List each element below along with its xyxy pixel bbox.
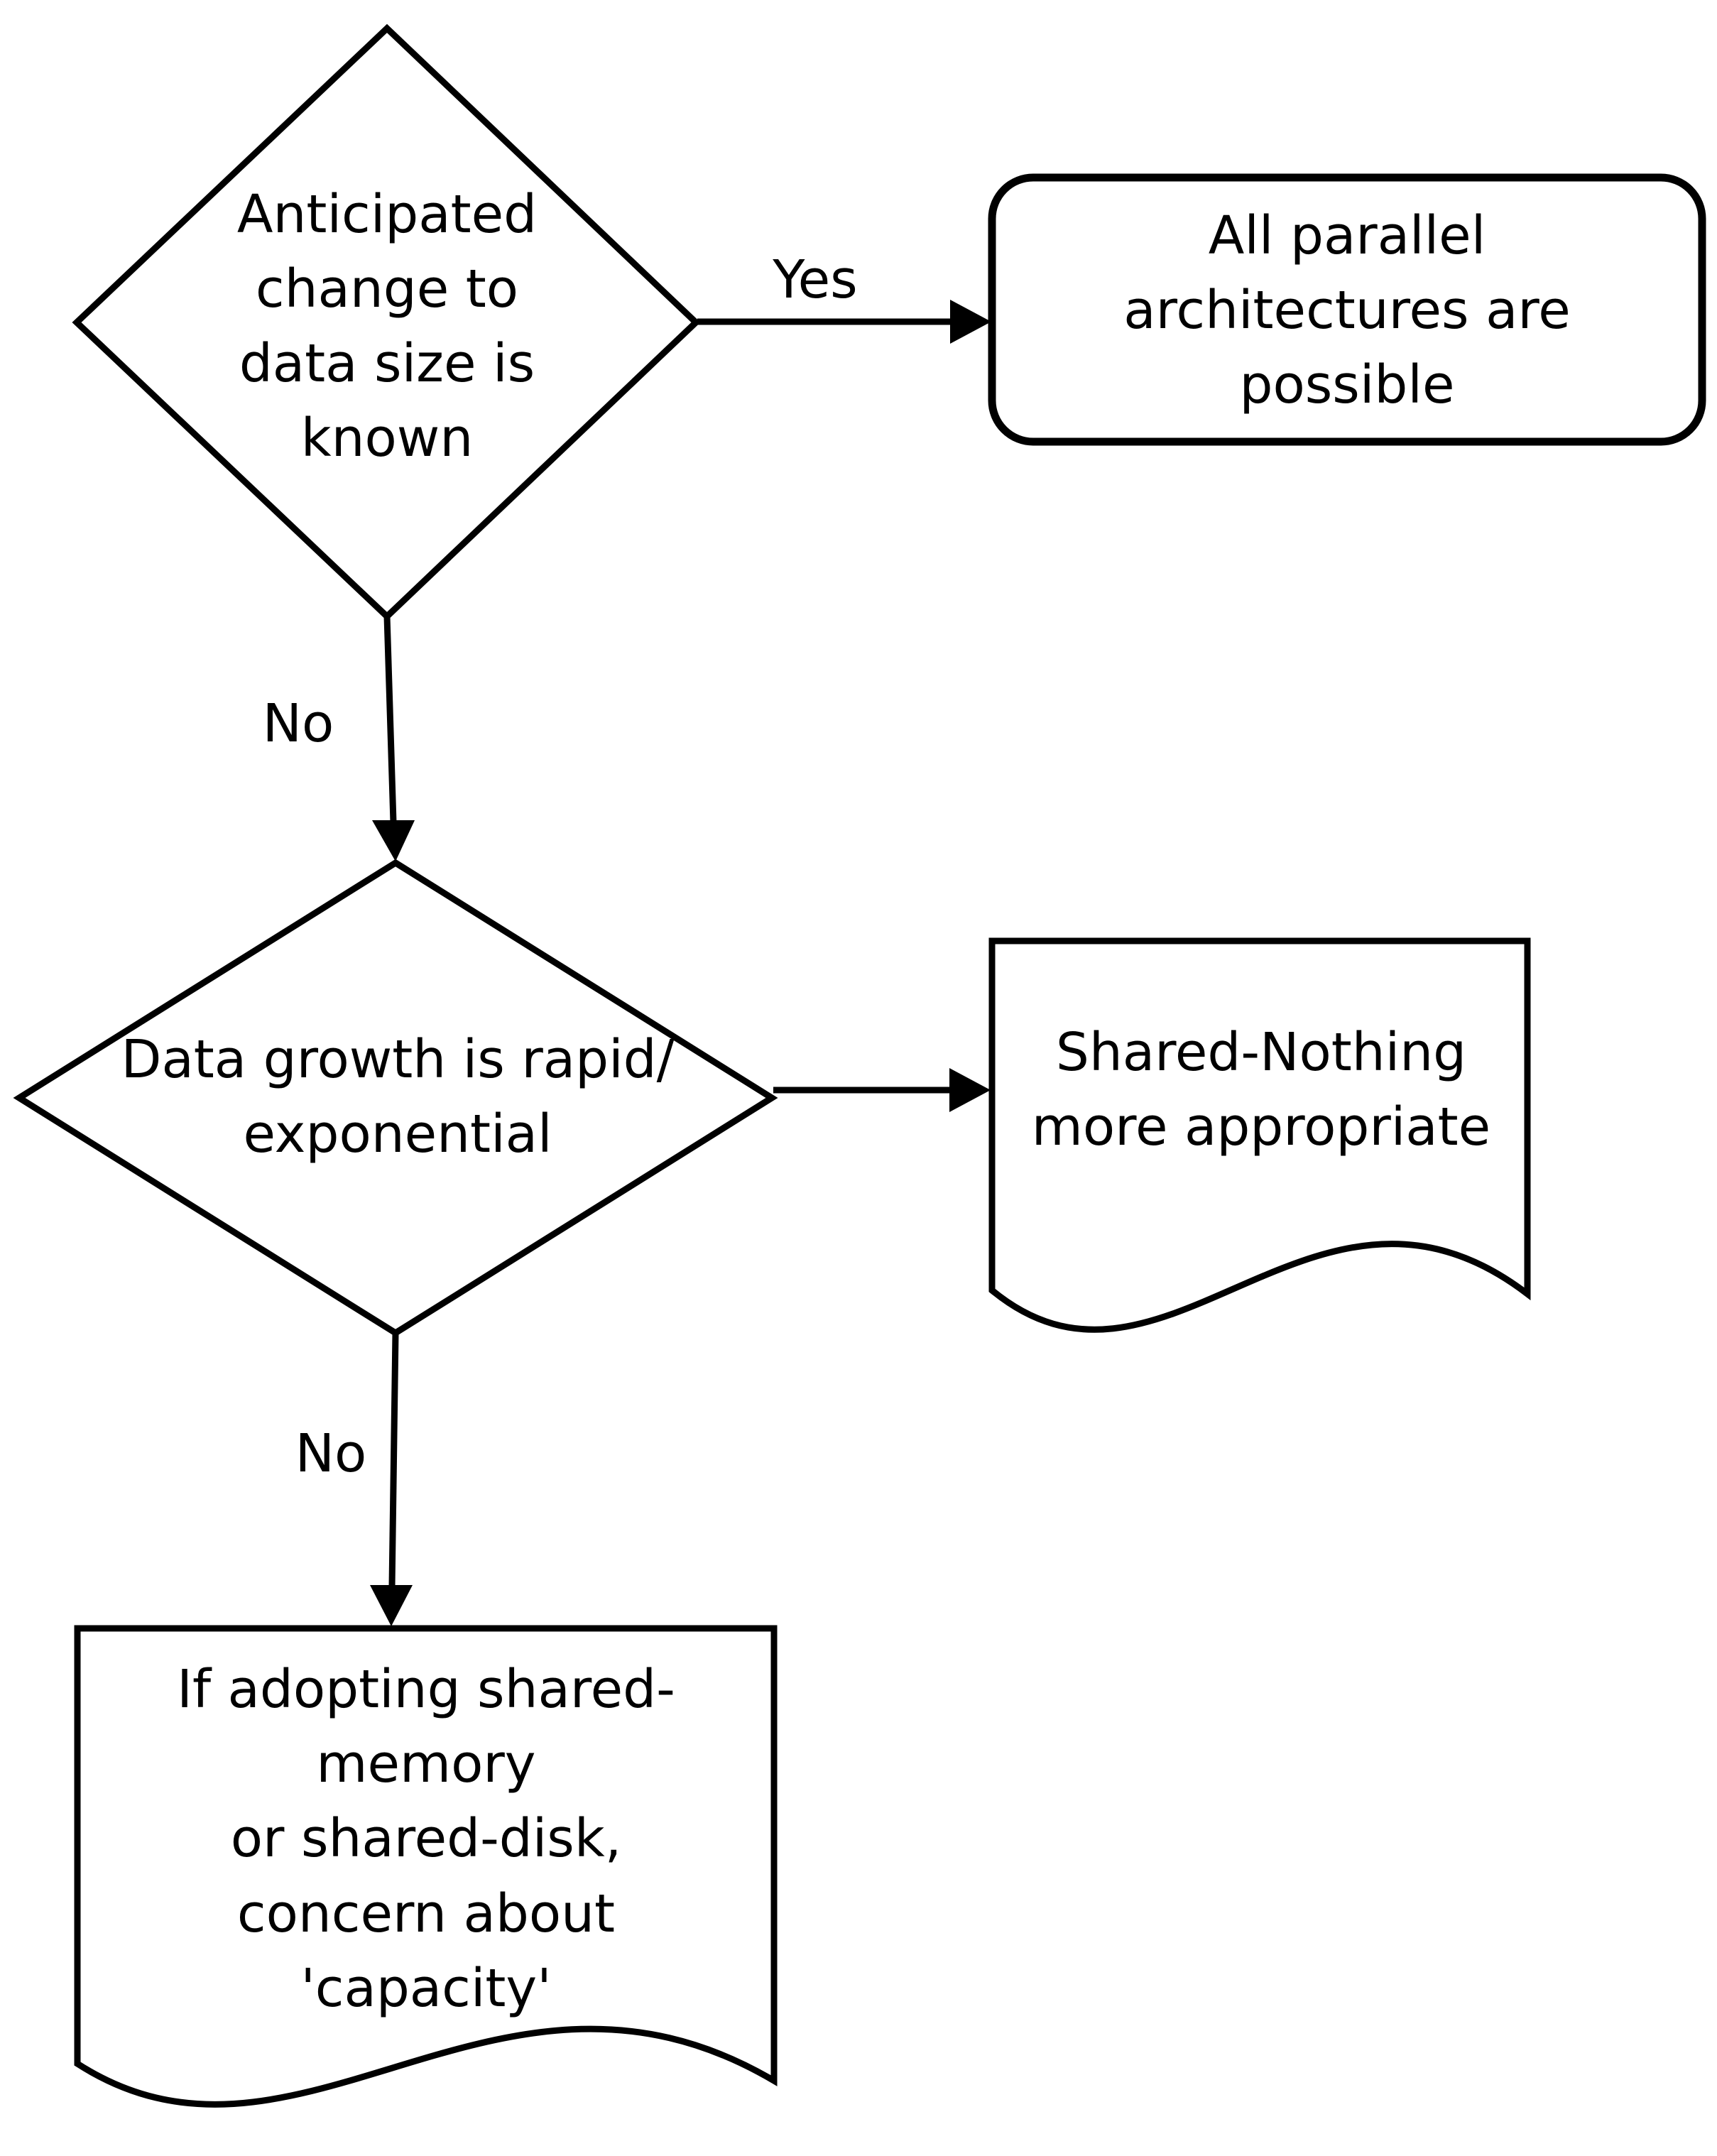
edge-no2-arrowhead: [370, 1585, 413, 1626]
edge-label-yes: Yes: [773, 249, 858, 311]
edge-label-no-1: No: [262, 693, 334, 755]
decision-data-size-label: Anticipated change to data size is known: [236, 183, 538, 469]
document-capacity-label: If adopting shared- memory or shared-dis…: [177, 1659, 675, 2019]
decision-data-growth-label: Data growth is rapid/ exponential: [121, 1028, 675, 1165]
edge-no1-line: [383, 616, 397, 823]
result-all-parallel-label: All parallel architectures are possible: [1123, 205, 1571, 416]
edge-label-no-2: No: [295, 1423, 367, 1485]
edge-shared-nothing-arrowhead: [949, 1068, 991, 1112]
edge-no1-arrowhead: [372, 820, 415, 861]
edge-no2-line: [388, 1332, 399, 1587]
result-rounded-rectangle: [988, 173, 1706, 446]
document-shape-shared-nothing: [988, 937, 1531, 1333]
document-shape-capacity: [74, 1625, 778, 2108]
edge-yes-arrowhead: [950, 300, 991, 344]
document-shared-nothing-label: Shared-Nothing more appropriate: [1031, 1021, 1491, 1158]
